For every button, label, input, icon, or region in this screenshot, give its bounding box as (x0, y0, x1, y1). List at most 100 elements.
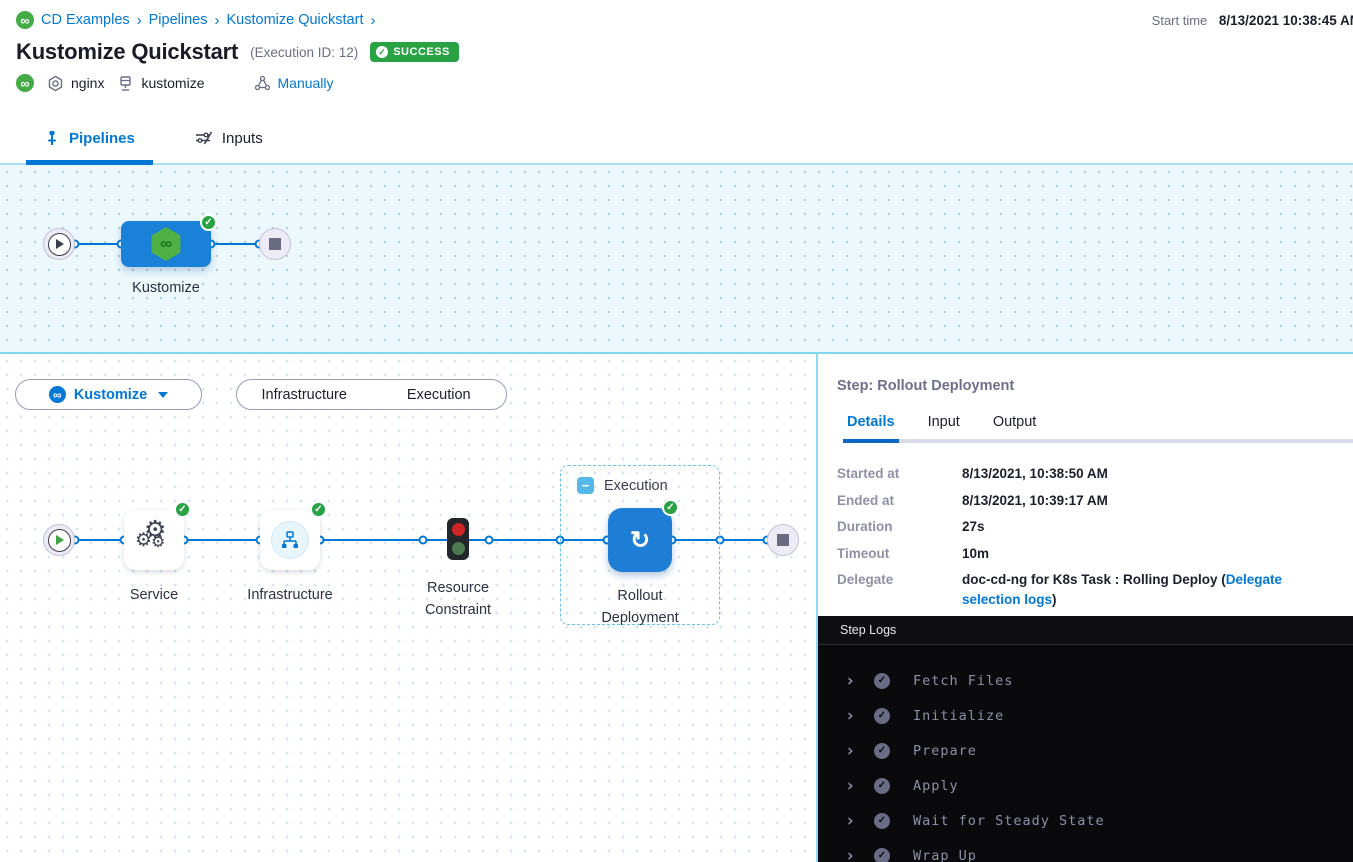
cd-module-icon: ∞ (16, 74, 34, 92)
trigger-icon (254, 75, 270, 90)
breadcrumb-cd-examples[interactable]: CD Examples (41, 12, 130, 28)
execution-start-node[interactable] (43, 524, 75, 556)
environment-tag: kustomize (117, 75, 205, 92)
check-circle-icon: ✓ (874, 672, 890, 689)
log-row-label: Apply (913, 777, 959, 794)
log-row-wait-for-steady-state[interactable]: › ✓ Wait for Steady State (818, 803, 1353, 838)
tab-inputs-label: Inputs (221, 129, 263, 147)
log-row-initialize[interactable]: › ✓ Initialize (818, 698, 1353, 733)
tab-inputs[interactable]: Inputs (177, 113, 281, 163)
step-logs-title: Step Logs (840, 623, 897, 638)
status-badge-label: SUCCESS (393, 46, 450, 58)
detail-value: 10m (962, 545, 990, 561)
check-circle-icon: ✓ (874, 812, 890, 829)
start-time-value: 8/13/2021 10:38:45 AM (1218, 13, 1353, 28)
rollout-icon: ↻ (629, 526, 651, 554)
log-row-label: Wrap Up (913, 847, 977, 862)
traffic-light-green (451, 541, 465, 555)
tab-pipelines-label: Pipelines (69, 129, 135, 147)
step-detail-rows: Started at 8/13/2021, 10:38:50 AM Ended … (818, 443, 1353, 616)
step-service-label: Service (129, 587, 179, 603)
detail-value: 8/13/2021, 10:39:17 AM (962, 492, 1108, 508)
execution-group-label: Execution (604, 477, 668, 494)
stop-icon (269, 238, 281, 250)
detail-label: Timeout (837, 545, 890, 561)
check-circle-icon: ✓ (874, 742, 890, 759)
chevron-right-icon: › (214, 11, 220, 29)
step-panel-tabs: Details Input Output (843, 414, 1353, 443)
stage-graph-canvas[interactable]: ∞ ✓ Kustomize (0, 165, 1353, 352)
page-title: Kustomize Quickstart (16, 39, 239, 64)
step-resource-constraint-label: Resource Constraint (424, 580, 492, 618)
cd-module-icon: ∞ (16, 11, 34, 29)
execution-group-header: − Execution (577, 477, 668, 494)
play-icon (47, 232, 71, 256)
log-row-label: Initialize (913, 707, 1005, 724)
trigger-tag: Manually (254, 75, 334, 92)
step-details-panel: Step: Rollout Deployment Details Input O… (816, 354, 1353, 862)
detail-label: Delegate (837, 572, 894, 588)
breadcrumb: ∞ CD Examples › Pipelines › Kustomize Qu… (16, 11, 375, 29)
execution-header: ∞ CD Examples › Pipelines › Kustomize Qu… (0, 0, 1353, 113)
connector-dot (484, 535, 494, 545)
tags-row: ∞ nginx kustomize (16, 74, 334, 92)
detail-label: Duration (837, 519, 893, 535)
main-tabbar: Pipelines Inputs (0, 113, 1353, 165)
detail-row-delegate: Delegate doc-cd-ng for K8s Task : Rollin… (837, 570, 1333, 609)
log-row-label: Wait for Steady State (913, 812, 1105, 829)
log-row-wrap-up[interactable]: › ✓ Wrap Up (818, 838, 1353, 862)
collapse-icon[interactable]: − (577, 477, 594, 494)
detail-value: doc-cd-ng for K8s Task : Rolling Deploy … (962, 572, 1283, 607)
step-infrastructure[interactable]: ✓ (260, 501, 327, 570)
step-rollout-deployment-label: Rollout Deployment (601, 588, 679, 626)
stage-selector-label: Kustomize (73, 386, 148, 403)
log-row-apply[interactable]: › ✓ Apply (818, 768, 1353, 803)
check-circle-icon: ✓ (874, 707, 890, 724)
stage-selector-dropdown[interactable]: ∞ Kustomize (15, 379, 202, 410)
step-logs-header: Step Logs (818, 616, 1353, 646)
stage-label: Kustomize (132, 280, 200, 296)
service-tag-label: nginx (71, 75, 105, 91)
tab-input[interactable]: Input (927, 414, 960, 430)
check-circle-icon: ✓ (874, 847, 890, 862)
service-nut-icon (48, 75, 63, 91)
tab-pipelines[interactable]: Pipelines (26, 113, 153, 165)
tab-output[interactable]: Output (992, 414, 1037, 430)
pipeline-end-node[interactable] (259, 228, 291, 260)
chevron-right-icon: › (845, 740, 856, 761)
detail-value: 8/13/2021, 10:38:50 AM (962, 466, 1108, 481)
detail-row-timeout: Timeout 10m (837, 544, 1333, 564)
tab-details[interactable]: Details (843, 414, 899, 443)
success-check-icon: ✓ (310, 501, 327, 518)
log-row-fetch-files[interactable]: › ✓ Fetch Files (818, 663, 1353, 698)
stop-icon (777, 534, 789, 546)
step-panel-title: Step: Rollout Deployment (837, 378, 1015, 394)
chevron-down-icon (158, 391, 169, 398)
play-icon (47, 528, 71, 552)
chevron-right-icon: › (136, 11, 142, 29)
infrastructure-sitemap-icon (282, 531, 298, 548)
log-row-prepare[interactable]: › ✓ Prepare (818, 733, 1353, 768)
step-service[interactable]: ⚙⚙⚙ ✓ (124, 501, 191, 570)
chevron-right-icon: › (845, 670, 856, 691)
connector-dot (715, 535, 725, 545)
success-check-icon: ✓ (174, 501, 191, 518)
stage-card-kustomize[interactable]: ∞ ✓ (121, 214, 217, 267)
execution-id: (Execution ID: 12) (250, 44, 359, 60)
execution-graph-canvas[interactable]: ∞ Kustomize Infrastructure Execution ⚙⚙⚙… (0, 354, 816, 862)
cd-module-icon: ∞ (48, 386, 66, 403)
start-time-label: Start time (1151, 13, 1208, 28)
step-resource-constraint[interactable] (447, 518, 469, 560)
detail-row-duration: Duration 27s (837, 517, 1333, 537)
breadcrumb-kustomize-quickstart[interactable]: Kustomize Quickstart (226, 12, 364, 28)
service-tag: nginx (47, 75, 104, 92)
breadcrumb-pipelines[interactable]: Pipelines (148, 12, 208, 28)
execution-end-node[interactable] (767, 524, 799, 556)
pipeline-start-node[interactable] (43, 228, 75, 260)
toggle-infrastructure[interactable]: Infrastructure (261, 386, 347, 403)
service-gears-icon: ⚙⚙⚙ (135, 516, 167, 551)
toggle-execution[interactable]: Execution (406, 386, 471, 403)
step-rollout-deployment[interactable]: ↻ ✓ (608, 499, 679, 572)
trigger-tag-label[interactable]: Manually (277, 75, 334, 91)
delegate-selection-logs-link[interactable]: Delegate selection logs (962, 572, 1283, 607)
